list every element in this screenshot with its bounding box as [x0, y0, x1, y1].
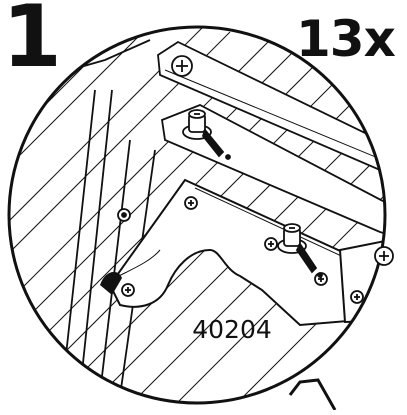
- phillips-screw-icon: [184, 196, 198, 210]
- quantity-label: 13x: [296, 10, 396, 68]
- detail-circle: [7, 25, 387, 405]
- bolt-with-washer-icon: [277, 223, 323, 278]
- top-bracket: [157, 40, 385, 173]
- rim-shadow: [100, 271, 122, 295]
- phillips-screw-icon: [264, 237, 278, 251]
- step-number: 1: [2, 0, 62, 87]
- phillips-screw-icon: [374, 246, 394, 266]
- detail-pointer: [288, 378, 337, 411]
- mounting-plate: [108, 178, 361, 327]
- bolt-with-washer-icon: [182, 109, 231, 160]
- part-number-label: 40204: [192, 315, 272, 344]
- middle-strip: [161, 104, 385, 240]
- phillips-screw-icon: [350, 290, 364, 304]
- phillips-screw-icon: [171, 55, 193, 77]
- hole-icon: [117, 208, 131, 222]
- phillips-screw-icon: [121, 283, 135, 297]
